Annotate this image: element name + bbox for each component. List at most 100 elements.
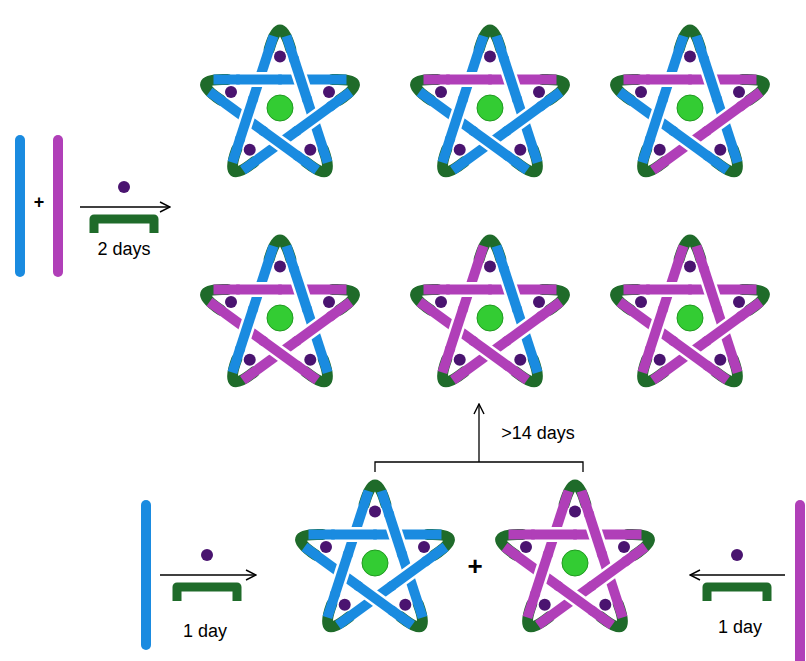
strand-rod (389, 513, 403, 556)
strand-rod (442, 246, 483, 372)
metal-ion (714, 354, 726, 366)
pentafoil-knot (501, 485, 650, 627)
chloride-template (477, 95, 503, 121)
metal-ion (201, 549, 213, 561)
metal-ion (399, 599, 411, 611)
strand-rod (649, 308, 663, 351)
metal-ion (320, 541, 332, 553)
strand-rod (424, 75, 557, 85)
strand-rod (534, 553, 548, 596)
strand-rod (442, 36, 483, 162)
chloride-template (677, 95, 703, 121)
metal-ion (118, 181, 130, 193)
chloride-template (267, 305, 293, 331)
metal-ion (274, 260, 286, 272)
linker-symbol (177, 587, 237, 601)
strand-rod (15, 140, 25, 272)
strand-rod (294, 58, 308, 101)
strand-rod (334, 553, 348, 596)
plus-sign: + (467, 552, 482, 581)
strand-rod (262, 340, 299, 367)
metal-ion (731, 549, 743, 561)
condition-label: 1 day (183, 622, 227, 642)
pentafoil-knot (616, 30, 765, 172)
metal-ion (484, 50, 496, 62)
strand-rod (705, 315, 742, 342)
strand-rod (327, 491, 368, 617)
pentafoil-knot (206, 30, 355, 172)
metal-ion (225, 296, 237, 308)
metal-ion (654, 144, 666, 156)
strand-rod (449, 98, 463, 141)
metal-ion (244, 354, 256, 366)
strand-rod (331, 530, 376, 540)
strand-rod (557, 585, 594, 612)
condition-label: 2 days (97, 240, 150, 260)
strand-rod (646, 75, 691, 85)
strand-rod (295, 315, 332, 342)
metal-ion (533, 86, 545, 98)
strand-rod (642, 36, 683, 162)
metal-ion (244, 144, 256, 156)
metal-ion (635, 86, 647, 98)
linker-symbol (94, 219, 154, 233)
reaction-arrow (80, 206, 170, 207)
linker-symbol (707, 587, 767, 601)
metal-ion (339, 599, 351, 611)
metal-ion (618, 541, 630, 553)
chloride-template (477, 305, 503, 331)
strand-rod (295, 105, 332, 132)
plus-sign: + (34, 193, 45, 213)
strand-rod (624, 75, 757, 85)
pentafoil-knot (616, 240, 765, 382)
metal-ion (304, 354, 316, 366)
strand-rod (472, 340, 509, 367)
strand-rod (527, 491, 568, 617)
reaction-arrow (478, 404, 479, 462)
pentafoil-knot (206, 240, 355, 382)
strand-rod (294, 268, 308, 311)
strand-rod (509, 530, 642, 540)
metal-ion (454, 144, 466, 156)
strand-rod (214, 285, 347, 295)
strand-rod (449, 308, 463, 351)
strand-rod (472, 130, 509, 157)
strand-rod (646, 285, 691, 295)
strand-rod (642, 246, 683, 372)
strand-rod (357, 585, 394, 612)
strand-rod (589, 513, 603, 556)
metal-ion (484, 260, 496, 272)
chloride-template (362, 550, 388, 576)
metal-ion (569, 505, 581, 517)
metal-ion (684, 260, 696, 272)
strand-rod (505, 315, 542, 342)
strand-rod (390, 560, 427, 587)
chloride-template (562, 550, 588, 576)
metal-ion (539, 599, 551, 611)
metal-ion (323, 296, 335, 308)
bracket-line (375, 462, 583, 472)
strand-rod (624, 285, 757, 295)
metal-ion (733, 296, 745, 308)
strand-rod (309, 530, 442, 540)
strand-rod (446, 75, 491, 85)
metal-ion (418, 541, 430, 553)
strand-rod (232, 36, 273, 162)
strand-rod (795, 505, 805, 661)
pentafoil-knot (416, 240, 565, 382)
strand-rod (531, 530, 576, 540)
metal-ion (323, 86, 335, 98)
strand-rod (141, 505, 151, 645)
chloride-template (267, 95, 293, 121)
metal-ion (435, 86, 447, 98)
reaction-arrow (690, 574, 785, 575)
strand-rod (214, 75, 347, 85)
strand-rod (236, 75, 281, 85)
reaction-arrow (160, 574, 256, 575)
metal-ion (514, 354, 526, 366)
chloride-template (677, 305, 703, 331)
metal-ion (733, 86, 745, 98)
metal-ion (533, 296, 545, 308)
